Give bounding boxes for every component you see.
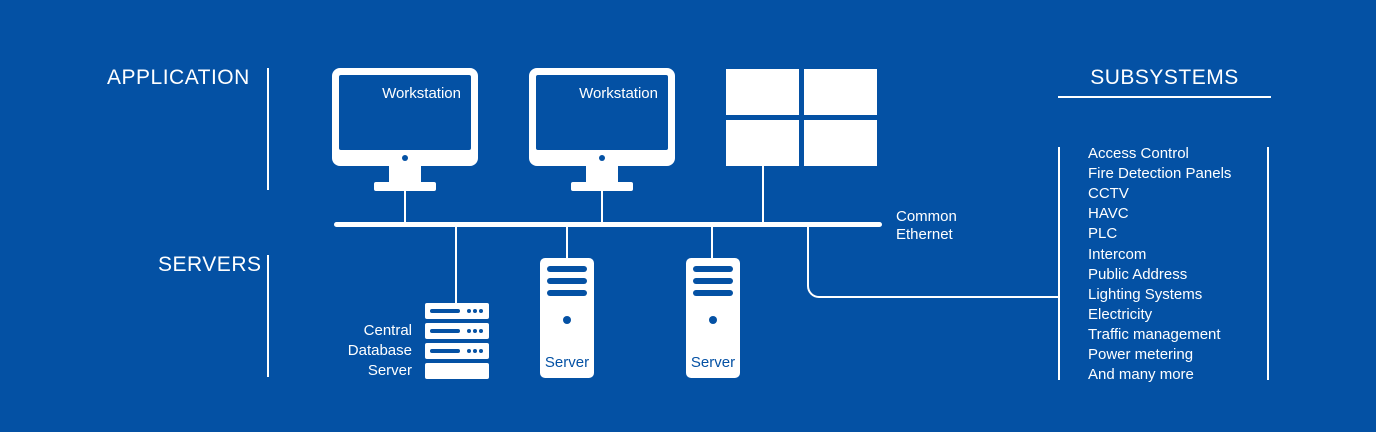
subsystem-item: Fire Detection Panels — [1088, 165, 1232, 182]
database-label-line2: Database — [347, 342, 412, 359]
subsystem-item: Traffic management — [1088, 326, 1221, 343]
servers-divider — [267, 255, 269, 377]
subsystem-item: HAVC — [1088, 205, 1129, 222]
server-1-label: Server — [544, 354, 590, 371]
server-1-link — [566, 226, 568, 259]
subsystems-left-bracket — [1058, 147, 1060, 380]
ethernet-label-line2: Ethernet — [896, 226, 953, 243]
workstation-1-stand — [389, 166, 421, 184]
subsystem-item: Lighting Systems — [1088, 286, 1203, 303]
application-divider — [267, 68, 269, 190]
workstation-1-base — [374, 182, 436, 191]
database-label-line1: Central — [363, 322, 412, 339]
subsystem-item: And many more — [1088, 366, 1194, 383]
subsystems-title-underline — [1058, 96, 1271, 98]
subsystem-item: PLC — [1088, 225, 1118, 242]
servers-label: SERVERS — [158, 253, 262, 276]
workstation-2-base — [571, 182, 633, 191]
workstation-1-link — [404, 190, 406, 225]
subsystem-item: CCTV — [1088, 185, 1129, 202]
subsystem-item: Public Address — [1088, 266, 1188, 283]
workstation-2-stand — [586, 166, 618, 184]
workstation-1-label: Workstation — [382, 85, 461, 102]
subsystem-item: Intercom — [1088, 246, 1147, 263]
subsystems-right-bracket — [1267, 147, 1269, 380]
database-label-line3: Server — [367, 362, 412, 379]
server-2-label: Server — [690, 354, 736, 371]
application-label: APPLICATION — [107, 66, 250, 89]
ethernet-label-line1: Common — [896, 208, 957, 225]
ethernet-backbone — [334, 222, 882, 227]
database-link — [455, 226, 457, 304]
video-wall-link — [762, 166, 764, 225]
subsystem-item: Access Control — [1088, 145, 1189, 162]
workstation-2-icon: Workstation — [529, 68, 675, 166]
subsystem-item: Electricity — [1088, 306, 1153, 323]
workstation-1-icon: Workstation — [332, 68, 478, 166]
server-2-icon: Server — [686, 258, 740, 378]
workstation-2-label: Workstation — [579, 85, 658, 102]
server-2-link — [711, 226, 713, 259]
subsystems-title: SUBSYSTEMS — [1090, 66, 1239, 89]
subsystem-item: Power metering — [1088, 346, 1194, 363]
server-1-icon: Server — [540, 258, 594, 378]
workstation-2-link — [601, 190, 603, 225]
subsystems-link — [807, 226, 1059, 298]
